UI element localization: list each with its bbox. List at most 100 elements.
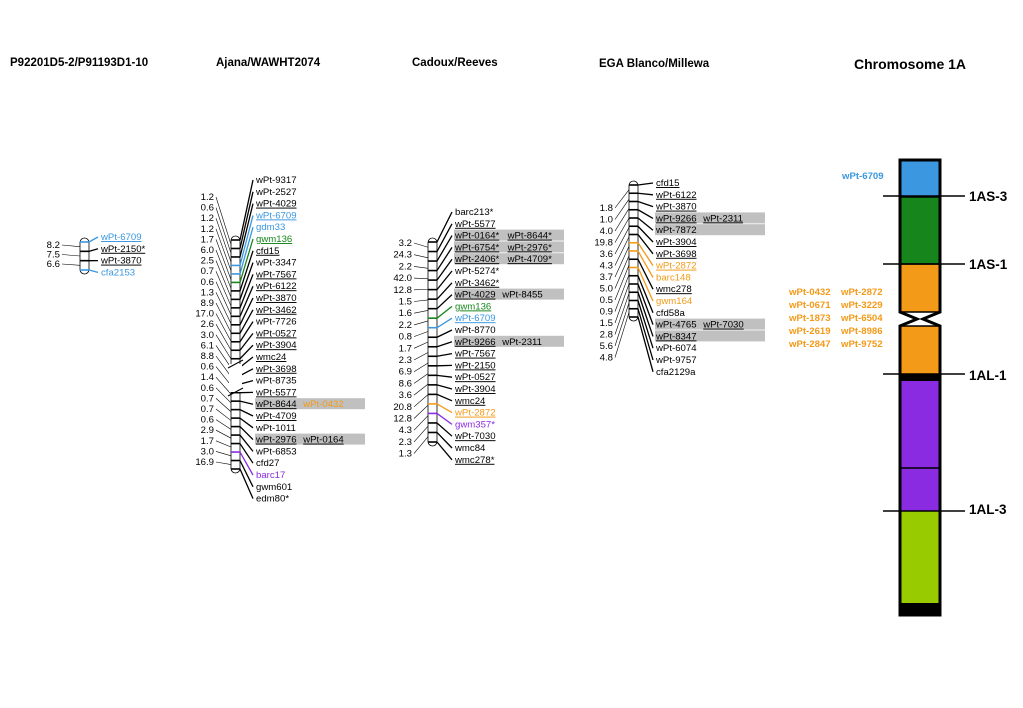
distance-connector (215, 281, 232, 315)
distance-connector (215, 440, 232, 448)
marker-highlight (255, 433, 365, 445)
distance-label: 24.3 (393, 250, 412, 261)
marker-label: wPt-3904 (255, 340, 297, 351)
distance-label: 0.7 (201, 404, 214, 415)
distance-label: 4.3 (600, 261, 613, 272)
distance-label: 3.0 (201, 330, 214, 341)
distance-label: 1.4 (201, 372, 215, 383)
distance-label: 6.1 (201, 340, 214, 351)
linkage-map-cadoux: barc213*wPt-5577wPt-0164*wPt-8644*wPt-67… (393, 207, 564, 466)
marker-connector (239, 460, 254, 488)
linkage-bar (79, 237, 90, 275)
distance-connector (215, 260, 232, 298)
marker-connector (239, 297, 254, 326)
side-marker-orange: wPt-3229 (840, 300, 883, 311)
marker-connector (436, 412, 453, 425)
marker-label: wmc278* (454, 455, 495, 466)
marker-label: wPt-8735 (255, 376, 297, 387)
header-map-2: Ajana/WAWHT2074 (216, 57, 321, 69)
marker-label: gwm136 (455, 301, 491, 312)
marker-label: gdm33 (256, 222, 285, 233)
distance-connector (215, 313, 232, 342)
marker-connector (239, 274, 254, 309)
chromosome-segment (900, 197, 940, 264)
marker-label: wPt-2150 (454, 360, 496, 371)
marker-label: gwm136 (256, 234, 292, 245)
distance-label: 2.3 (399, 437, 412, 448)
distance-connector (413, 254, 429, 259)
distance-label: 1.7 (201, 436, 214, 447)
marker-connector (239, 344, 254, 360)
marker-label: wPt-2872 (454, 408, 496, 419)
marker-connector (88, 236, 99, 243)
chromosome-segment (900, 326, 940, 374)
distance-label: 1.3 (399, 449, 412, 460)
marker-label: wPt-2311 (702, 213, 743, 224)
side-marker-orange: wPt-0432 (788, 287, 831, 298)
marker-label: wPt-5577 (255, 387, 297, 398)
marker-connector (436, 441, 453, 461)
marker-label: wPt-2872 (655, 261, 697, 272)
bin-label-1al-3: 1AL-3 (969, 502, 1007, 517)
distance-label: 12.8 (393, 285, 412, 296)
distance-connector (413, 341, 429, 349)
marker-connector (637, 250, 654, 278)
marker-connector (239, 238, 254, 283)
marker-label: wPt-8455 (501, 290, 543, 301)
marker-label: wPt-2527 (255, 187, 297, 198)
marker-connector (637, 200, 654, 208)
linkage-bar (230, 235, 241, 474)
linkage-bar (427, 237, 438, 447)
marker-connector (637, 283, 654, 325)
side-marker-blue-0: wPt-6709 (841, 171, 884, 182)
marker-highlight (454, 229, 564, 241)
marker-label: wPt-3870 (100, 256, 142, 267)
marker-highlight (255, 398, 365, 410)
distance-connector (413, 415, 429, 431)
marker-connector (239, 191, 254, 249)
marker-connector (637, 292, 654, 337)
distance-label: 8.2 (47, 240, 60, 251)
side-marker-orange: wPt-8986 (840, 326, 883, 337)
distance-label: 12.8 (393, 414, 412, 425)
marker-connector (239, 400, 254, 405)
distance-label: 0.5 (600, 295, 613, 306)
linkage-map-p92201d5: wPt-6709wPt-2150*wPt-3870cfa21538.27.56.… (47, 232, 146, 278)
chromosome-segment (900, 160, 940, 197)
distance-connector (215, 377, 232, 395)
distance-connector (215, 398, 232, 412)
marker-label: wPt-3462* (454, 278, 500, 289)
marker-connector (436, 329, 453, 338)
chromosome-segment (900, 603, 940, 615)
marker-connector (239, 417, 254, 429)
marker-label: wPt-3347 (255, 258, 297, 269)
bar-break-mark (227, 359, 244, 369)
marker-label: wPt-6853 (255, 446, 297, 457)
distance-connector (413, 320, 429, 326)
distance-connector (614, 198, 630, 220)
distance-connector (614, 293, 630, 335)
marker-connector (239, 443, 254, 464)
distance-connector (413, 331, 429, 337)
distance-connector (413, 394, 429, 408)
marker-label: wPt-3698 (255, 364, 297, 375)
marker-connector (239, 426, 254, 441)
marker-label: wmc24 (454, 396, 486, 407)
distance-label: 6.9 (399, 367, 412, 378)
marker-label: cfa2129a (656, 367, 696, 378)
marker-label: wPt-6122 (655, 190, 697, 201)
marker-highlight (454, 288, 564, 300)
marker-label: wPt-0527 (255, 328, 297, 339)
side-marker-orange: wPt-0671 (788, 300, 831, 311)
distance-connector (215, 324, 232, 351)
distance-label: 0.6 (201, 277, 214, 288)
distance-label: 8.8 (201, 351, 214, 362)
side-marker-orange: wPt-6504 (840, 313, 883, 324)
marker-connector (88, 248, 99, 252)
distance-connector (413, 266, 429, 269)
distance-connector (614, 312, 630, 358)
marker-label: wmc84 (454, 443, 486, 454)
chromosome-segment (900, 264, 940, 312)
